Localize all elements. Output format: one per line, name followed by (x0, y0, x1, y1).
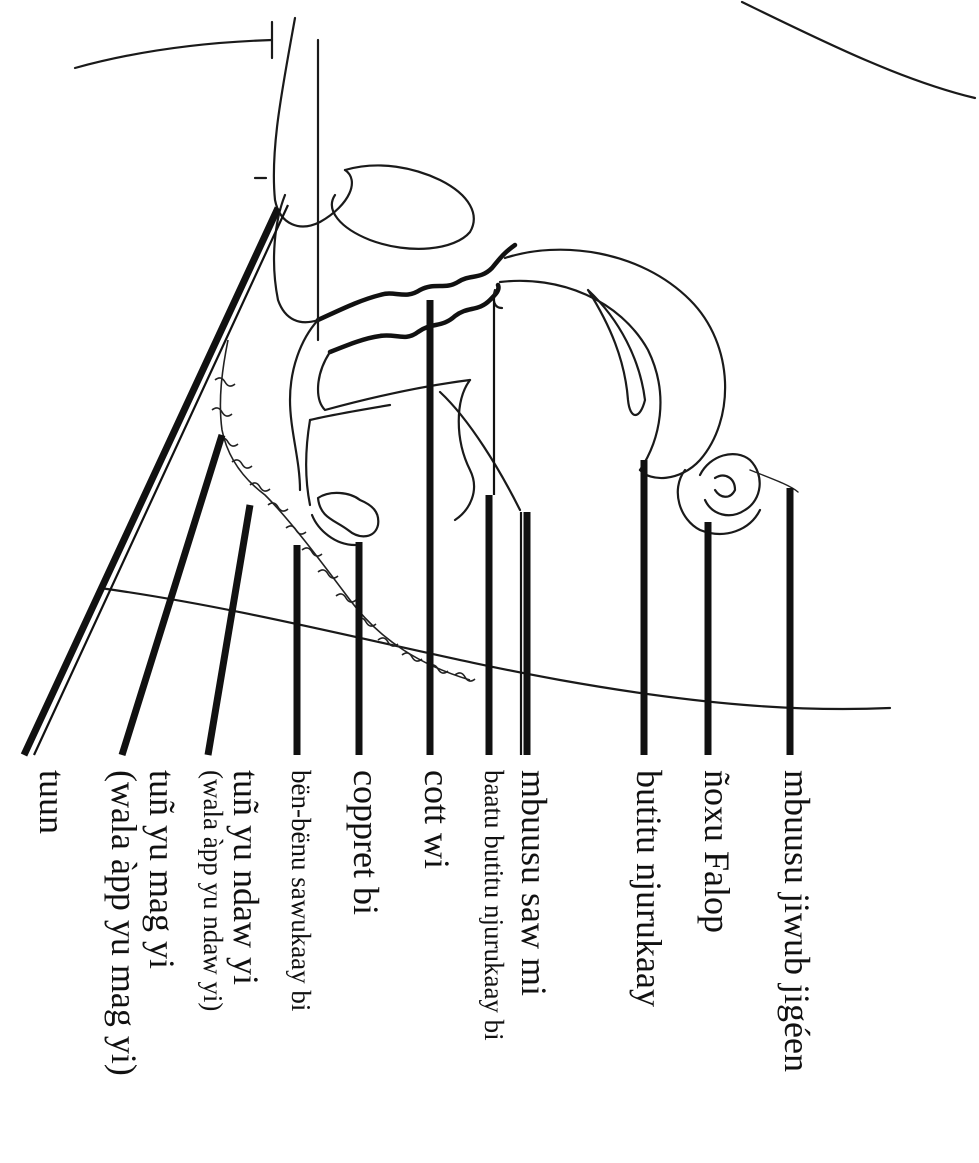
leader-tuun-thin (34, 205, 288, 755)
label-mbuusu-saw-mi: mbuusu saw mi (514, 770, 554, 996)
pelvic-organs (274, 18, 798, 545)
leader-tun-yu-ndaw (208, 505, 250, 755)
label-wala-app-yu-ndaw-yi: (wala àpp yu ndaw yi) (198, 770, 228, 1011)
label-ben-benu-sawukaay-bi: bën-bënu sawukaay bi (286, 770, 316, 1011)
label-tun-yu-ndaw-yi: tuñ yu ndaw yi (226, 770, 266, 985)
leader-tun-yu-mag (122, 435, 222, 755)
label-mbuusu-jiwub-jigeen: mbuusu jiwub jigéen (777, 770, 817, 1072)
label-butitu-njurukaay: butitu njurukaay (629, 770, 669, 1007)
label-coppret-bi: coppret bi (346, 770, 386, 915)
label-wala-app-yu-mag-yi: (wala àpp yu mag yi) (104, 770, 144, 1076)
label-tuun: tuun (32, 770, 72, 834)
label-tun-yu-mag-yi: tuñ yu mag yi (142, 770, 182, 969)
label-noxu-falop: ñoxu Falop (697, 770, 737, 933)
label-baatu-butitu-njurukaay-bi: baatu butitu njurukaay bi (479, 770, 509, 1041)
labels: mbuusu jiwub jigéen ñoxu Falop butitu nj… (32, 770, 817, 1076)
label-cott-wi: cott wi (417, 770, 457, 869)
